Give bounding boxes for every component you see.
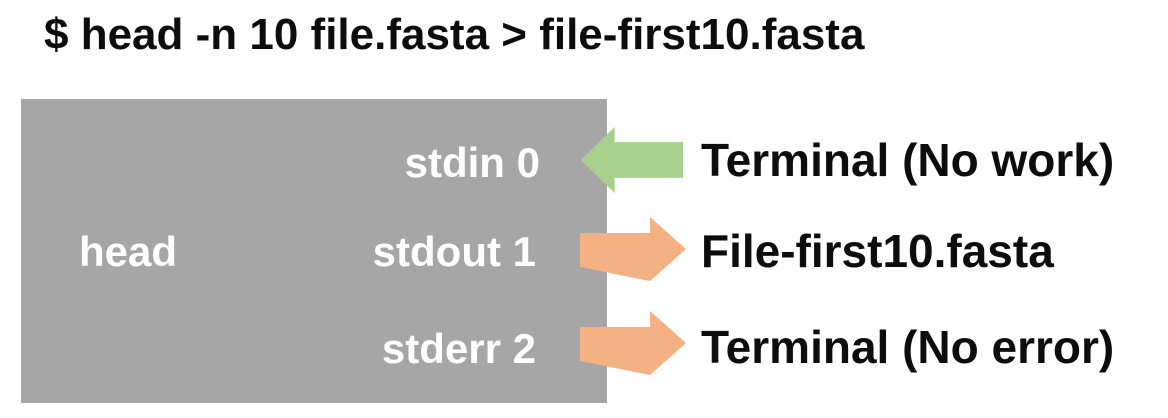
stderr-target-label: Terminal (No error) (701, 321, 1115, 373)
stream-label-stdout: stdout 1 (372, 228, 536, 275)
stream-label-stdin: stdin 0 (404, 139, 540, 186)
stdout-target-label: File-first10.fasta (701, 225, 1054, 277)
process-name-label: head (79, 228, 178, 275)
stdin-source-label: Terminal (No work) (701, 134, 1115, 186)
stream-label-stderr: stderr 2 (381, 325, 536, 372)
shell-command-text: $ head -n 10 file.fasta > file-first10.f… (44, 10, 865, 59)
process-box (21, 99, 607, 403)
